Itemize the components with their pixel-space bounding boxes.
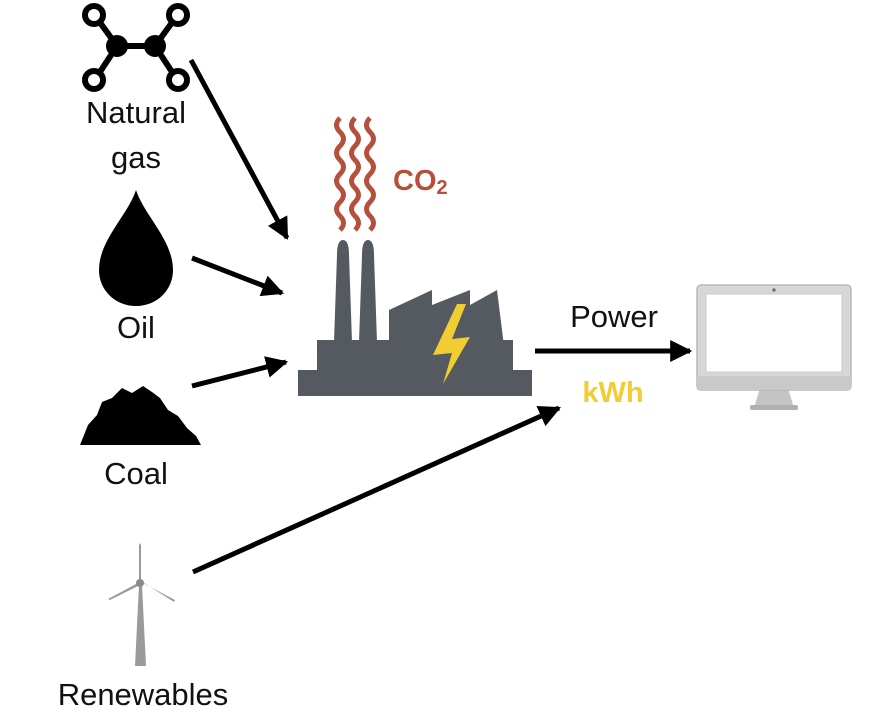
arrow-renewables-to-output	[191, 405, 562, 575]
co2-emission-waves	[334, 116, 376, 232]
arrow-coal-to-plant	[191, 356, 289, 389]
renewables-label: Renewables	[58, 677, 229, 712]
coal-label: Coal	[104, 456, 168, 491]
wind-turbine-icon	[108, 543, 175, 666]
oil-drop-icon	[99, 190, 173, 306]
natural-gas-label-line2: gas	[111, 140, 161, 175]
arrow-natural-gas-to-plant	[188, 58, 290, 240]
power-label: Power	[570, 299, 658, 334]
power-plant-icon	[298, 240, 532, 396]
co2-label: CO2	[393, 165, 448, 199]
arrow-oil-to-plant	[191, 255, 285, 297]
lightning-bolt-icon	[433, 304, 470, 384]
molecule-icon	[82, 3, 190, 92]
computer-monitor-icon	[696, 284, 852, 410]
coal-pile-icon	[80, 386, 201, 445]
oil-label: Oil	[117, 310, 155, 345]
natural-gas-label-line1: Natural	[86, 95, 186, 130]
kwh-label: kWh	[582, 377, 643, 409]
